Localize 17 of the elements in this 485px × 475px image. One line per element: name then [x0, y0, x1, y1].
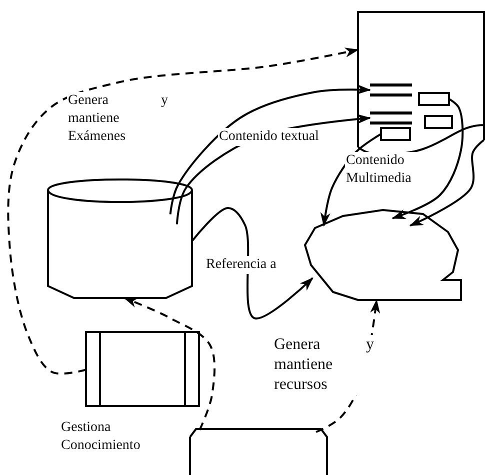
arrow — [392, 98, 464, 220]
text-line-mark — [370, 113, 412, 123]
edge-label: Genera y mantiene recursos — [273, 335, 375, 395]
arrow — [192, 207, 314, 320]
arrow — [169, 84, 371, 214]
media-box — [419, 93, 449, 105]
document-shape — [358, 12, 484, 152]
process-box — [86, 332, 199, 406]
arrow — [409, 139, 485, 227]
dashed-arrow — [7, 48, 359, 375]
dashed-arrow — [124, 297, 216, 430]
arrow — [320, 133, 382, 227]
text-line-mark — [370, 85, 412, 95]
media-box — [425, 116, 452, 128]
rounded-box — [190, 429, 327, 475]
media-box — [381, 128, 410, 140]
cloud-shape — [303, 210, 463, 302]
